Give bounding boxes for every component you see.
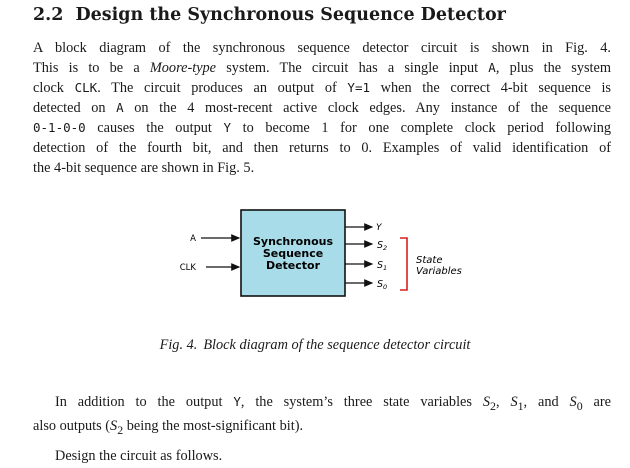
figure-caption: Fig. 4. Block diagram of the sequence det… bbox=[0, 337, 630, 354]
detector-block bbox=[240, 209, 346, 297]
intro-paragraph: A block diagram of the synchronous seque… bbox=[33, 38, 611, 178]
input-a-label: A bbox=[190, 234, 196, 244]
signal-clk: CLK bbox=[74, 80, 98, 95]
output-s2-label: S2 bbox=[377, 240, 387, 252]
para1-line3: clock CLK. The circuit produces an outpu… bbox=[33, 80, 611, 96]
para1-line4: detected on A on the 4 most-recent activ… bbox=[33, 100, 611, 116]
section-title: Design the Synchronous Sequence Detector bbox=[75, 5, 506, 25]
outputs-paragraph: In addition to the output Y, the system’… bbox=[33, 392, 611, 440]
para2-line1: In addition to the output Y, the system’… bbox=[55, 394, 611, 413]
block-label-line1: Synchronous bbox=[253, 235, 333, 248]
output-y-eq-1: Y=1 bbox=[347, 80, 370, 95]
bracket-label-variables: Variables bbox=[416, 266, 462, 277]
output-s1-label: S1 bbox=[377, 260, 387, 272]
state-variables-bracket bbox=[400, 237, 408, 291]
para2-line2: also outputs (S2 being the most-signific… bbox=[33, 417, 304, 437]
sequence-code: 0-1-0-0 bbox=[33, 120, 86, 135]
output-s0-label: S0 bbox=[377, 279, 387, 291]
para1-line7: the 4-bit sequence are shown in Fig. 5. bbox=[33, 160, 255, 176]
para1-line5: 0-1-0-0 causes the output Y to become 1 … bbox=[33, 120, 611, 136]
figure-number: Fig. 4. bbox=[159, 337, 198, 353]
block-label-line3: Detector bbox=[266, 259, 321, 272]
block-label-line2: Sequence bbox=[263, 247, 323, 260]
signal-a: A bbox=[488, 60, 496, 75]
para3-line1: Design the circuit as follows. bbox=[55, 448, 223, 464]
moore-type-term: Moore-type bbox=[149, 60, 217, 76]
para1-line1: A block diagram of the synchronous seque… bbox=[33, 40, 611, 56]
section-heading: 2.2 Design the Synchronous Sequence Detec… bbox=[33, 5, 506, 25]
para1-line2: This is to be a Moore-type system. The c… bbox=[33, 60, 611, 76]
instruction-paragraph: Design the circuit as follows. bbox=[55, 446, 615, 466]
section-number: 2.2 bbox=[33, 5, 64, 25]
output-y-label: Y bbox=[376, 223, 383, 233]
bracket-label-state: State bbox=[416, 255, 442, 266]
figure-caption-text: Block diagram of the sequence detector c… bbox=[203, 337, 471, 353]
para1-line6: detection of the fourth bit, and then re… bbox=[33, 140, 611, 156]
input-clk-label: CLK bbox=[180, 263, 197, 273]
